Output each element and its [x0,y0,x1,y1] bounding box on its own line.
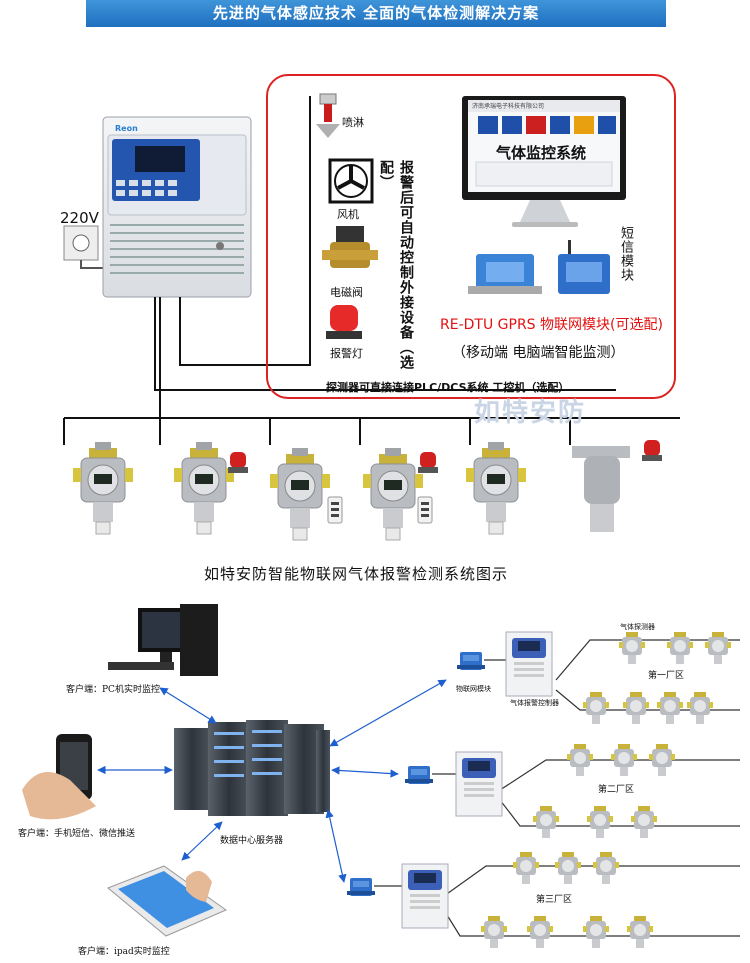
monitor-company: 济南承瑞电子科技有限公司 [472,103,545,110]
data-center-server [174,720,330,816]
auto-control-note: 报警后可自动控制外接设备（选配） [378,160,414,370]
sms-module-icon [558,240,610,294]
alarm-light-label: 报警灯 [330,347,363,360]
solenoid-valve-icon [322,226,378,268]
iot-module-icon [468,254,542,294]
diagram-title: 如特安防智能物联网气体报警检测系统图示 [204,565,509,583]
sms-module-label: 短信模块 [618,226,633,282]
header-banner: 先进的气体感应技术 全面的气体检测解决方案 [86,0,666,27]
voltage-label: 220V [60,209,99,227]
sprinkler-icon [316,93,340,138]
phone-client [22,734,96,820]
optional-devices-box [266,74,676,399]
iot-module-label: RE-DTU GPRS 物联网模块(可选配) [440,317,663,333]
fan-icon [328,158,374,204]
monitor-system-title: 气体监控系统 [496,144,587,162]
pc-client-label: 客户端：PC机实时监控 [66,685,160,695]
detector-small-label: 气体探测器 [620,623,655,631]
monitoring-note: （移动端 电脑端智能监测） [452,345,625,361]
iot-module-small-label: 物联网模块 [456,685,491,693]
brand-logo: Reon [115,124,138,133]
plc-note: 探测器可直接连接PLC/DCS系统 工控机（选配） [326,381,570,394]
gas-alarm-controller [102,116,252,298]
factory3-label: 第三厂区 [536,895,573,905]
server-label: 数据中心服务器 [220,836,284,846]
watermark: 如特安防 [474,398,587,428]
ipad-client-label: 客户端：ipad实时监控 [78,947,170,957]
fan-label: 风机 [337,208,359,221]
wiring [63,96,680,445]
factory1-label: 第一厂区 [648,671,685,681]
alarm-light-icon [326,305,362,339]
explosion-proof-detector [572,446,630,532]
sprinkler-label: 喷淋 [342,116,364,129]
pc-client [108,604,218,676]
phone-client-label: 客户端：手机短信、微信推送 [18,829,136,839]
controller-small-label: 气体报警控制器 [510,699,559,707]
ipad-client [107,865,228,937]
valve-label: 电磁阀 [330,286,363,299]
factory2-label: 第二厂区 [598,785,635,795]
computer-monitor [462,96,626,227]
